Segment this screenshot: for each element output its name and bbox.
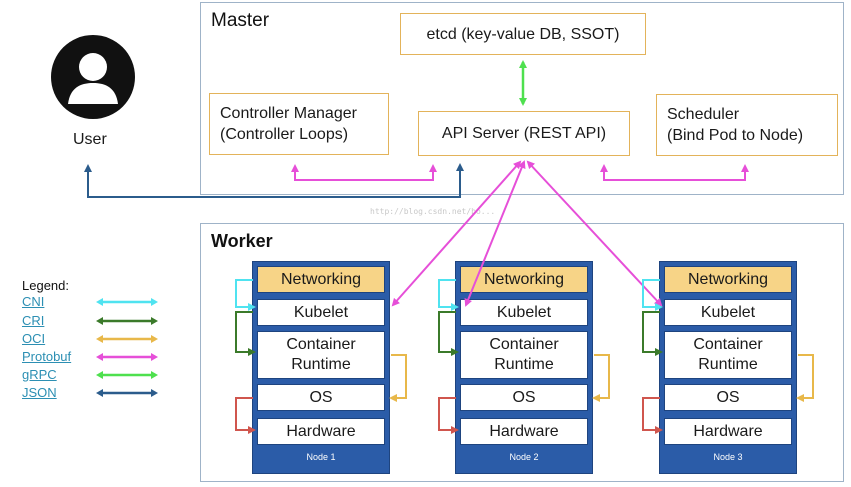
- controller-loops-label: (Controller Loops): [220, 126, 349, 143]
- master-title: Master: [211, 10, 270, 31]
- node-2-runtime-line1: Container: [489, 336, 559, 353]
- node-1-cni-arrow: [235, 279, 256, 311]
- node-2-container-runtime: Container Runtime: [460, 331, 588, 379]
- legend-arrowhead-oci: [96, 335, 103, 343]
- node-1-kubelet: Kubelet: [257, 299, 385, 326]
- api-server-box: API Server (REST API): [418, 111, 630, 156]
- arrow-controller-api: [291, 164, 437, 181]
- scheduler-box: Scheduler (Bind Pod to Node): [656, 94, 838, 156]
- node-3-oci-arrow: [796, 354, 814, 402]
- legend-arrowhead-json: [96, 389, 103, 397]
- node-3-runtime-line1: Container: [693, 336, 763, 353]
- legend-arrowhead-cni: [96, 298, 103, 306]
- node-3-label: Node 3: [713, 452, 743, 462]
- arrow-api-kubelet-1: [391, 160, 522, 307]
- legend-arrowhead-json: [151, 389, 158, 397]
- legend-item-oci[interactable]: OCI: [22, 331, 46, 346]
- arrow-api-kubelet-3: [526, 160, 663, 307]
- controller-manager-label: Controller Manager: [220, 105, 357, 122]
- node-1-os: OS: [257, 384, 385, 411]
- legend-arrowhead-oci: [151, 335, 158, 343]
- node-3-os: OS: [664, 384, 792, 411]
- node-1-hw-arrow: [235, 397, 256, 434]
- user-label: User: [73, 131, 107, 148]
- node-1-container-runtime: Container Runtime: [257, 331, 385, 379]
- node-3-container-runtime: Container Runtime: [664, 331, 792, 379]
- node-3-hardware: Hardware: [664, 418, 792, 445]
- node-3-hw-arrow: [642, 397, 663, 434]
- legend-arrowhead-grpc: [96, 371, 103, 379]
- arrow-scheduler-api: [600, 164, 749, 181]
- node-2-label: Node 2: [509, 452, 539, 462]
- legend-arrowhead-cri: [151, 317, 158, 325]
- node-1-runtime-line2: Runtime: [291, 356, 351, 373]
- api-server-label: API Server (REST API): [441, 125, 607, 142]
- node-1-label: Node 1: [306, 452, 336, 462]
- node-2-hw-arrow: [438, 397, 459, 434]
- legend-title: Legend:: [22, 278, 69, 293]
- node-1-runtime-line1: Container: [286, 336, 356, 353]
- scheduler-label: Scheduler: [667, 106, 740, 123]
- legend-item-cri[interactable]: CRI: [22, 313, 45, 328]
- node-3-runtime-line2: Runtime: [698, 356, 758, 373]
- node-2-cri-arrow: [438, 311, 459, 356]
- node-3: Networking Kubelet Container Runtime OS …: [659, 261, 797, 474]
- arrow-api-kubelet-2: [464, 160, 526, 307]
- legend-arrowhead-cni: [151, 298, 158, 306]
- legend-arrowhead-cri: [96, 317, 103, 325]
- node-2-oci-arrow: [592, 354, 610, 402]
- node-1-networking: Networking: [257, 266, 385, 293]
- node-2-hardware: Hardware: [460, 418, 588, 445]
- legend-item-cni[interactable]: CNI: [22, 294, 45, 309]
- node-1: Networking Kubelet Container Runtime OS …: [252, 261, 390, 474]
- etcd-box: etcd (key-value DB, SSOT): [400, 13, 646, 55]
- node-3-networking: Networking: [664, 266, 792, 293]
- node-1-hardware: Hardware: [257, 418, 385, 445]
- node-3-cri-arrow: [642, 311, 663, 356]
- user-avatar-icon: [51, 35, 135, 119]
- controller-manager-box: Controller Manager (Controller Loops): [209, 93, 389, 155]
- node-3-cni-arrow: [642, 279, 663, 311]
- node-1-oci-arrow: [389, 354, 407, 402]
- node-3-kubelet: Kubelet: [664, 299, 792, 326]
- scheduler-bind-label: (Bind Pod to Node): [667, 127, 804, 144]
- legend-item-json[interactable]: JSON: [22, 385, 57, 400]
- node-1-cri-arrow: [235, 311, 256, 356]
- legend-arrowhead-protobuf: [96, 353, 103, 361]
- legend-arrowhead-protobuf: [151, 353, 158, 361]
- worker-title: Worker: [211, 231, 273, 251]
- legend-item-grpc[interactable]: gRPC: [22, 367, 57, 382]
- legend-item-protobuf[interactable]: Protobuf: [22, 349, 72, 364]
- node-2-runtime-line2: Runtime: [494, 356, 554, 373]
- etcd-label: etcd (key-value DB, SSOT): [426, 25, 620, 43]
- legend-arrowhead-grpc: [151, 371, 158, 379]
- node-2-os: OS: [460, 384, 588, 411]
- node-2-cni-arrow: [438, 279, 459, 311]
